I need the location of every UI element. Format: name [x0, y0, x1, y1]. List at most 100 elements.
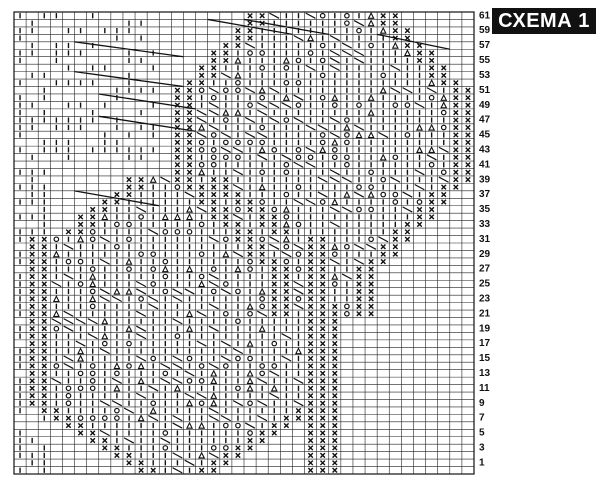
- yarn-over-symbol: [344, 243, 350, 250]
- increase-symbol: [186, 421, 194, 429]
- decrease-symbol: [353, 57, 365, 64]
- yarn-over-symbol: [53, 236, 60, 243]
- purl-x-symbol: [126, 452, 132, 459]
- increase-symbol: [198, 421, 206, 429]
- yarn-over-symbol: [380, 72, 387, 79]
- purl-x-symbol: [77, 214, 84, 220]
- purl-x-symbol: [465, 124, 471, 131]
- increase-symbol: [331, 242, 339, 250]
- purl-x-symbol: [198, 65, 205, 71]
- yarn-over-symbol: [344, 20, 350, 27]
- purl-x-symbol: [41, 318, 47, 324]
- decrease-symbol: [87, 333, 98, 340]
- yarn-over-symbol: [440, 124, 447, 131]
- purl-x-symbol: [319, 407, 326, 414]
- purl-x-symbol: [89, 430, 96, 436]
- yarn-over-symbol: [271, 340, 278, 347]
- yarn-over-symbol: [392, 102, 399, 108]
- purl-x-symbol: [319, 460, 326, 466]
- decrease-symbol: [99, 400, 110, 407]
- yarn-over-symbol: [259, 169, 265, 176]
- decrease-symbol: [172, 467, 183, 474]
- purl-x-symbol: [174, 169, 181, 175]
- purl-x-symbol: [41, 258, 47, 265]
- increase-symbol: [210, 369, 218, 377]
- row-number-label: 55: [479, 55, 491, 66]
- purl-x-symbol: [211, 65, 217, 71]
- increase-symbol: [282, 93, 290, 101]
- yarn-over-symbol: [89, 385, 96, 392]
- decrease-symbol: [184, 191, 195, 198]
- yarn-over-symbol: [319, 94, 326, 101]
- increase-symbol: [331, 198, 339, 206]
- purl-x-symbol: [283, 229, 290, 235]
- decrease-symbol: [438, 146, 449, 153]
- purl-x-symbol: [441, 65, 447, 71]
- yarn-over-symbol: [65, 385, 72, 392]
- yarn-over-symbol: [259, 236, 265, 243]
- yarn-over-symbol: [392, 154, 399, 161]
- yarn-over-symbol: [295, 251, 302, 258]
- increase-symbol: [149, 175, 157, 183]
- purl-x-symbol: [77, 221, 84, 228]
- decrease-symbol: [329, 131, 340, 139]
- purl-x-symbol: [211, 206, 217, 213]
- yarn-over-symbol: [307, 154, 314, 161]
- yarn-over-symbol: [198, 363, 205, 369]
- yarn-over-symbol: [331, 251, 338, 258]
- yarn-over-symbol: [247, 50, 253, 56]
- purl-x-symbol: [319, 243, 326, 250]
- decrease-symbol: [172, 452, 183, 459]
- increase-symbol: [161, 213, 169, 221]
- yarn-over-symbol: [283, 191, 290, 198]
- yarn-over-symbol: [223, 154, 229, 161]
- increase-symbol: [246, 339, 254, 347]
- yarn-over-symbol: [344, 310, 350, 317]
- purl-x-symbol: [65, 415, 72, 421]
- yarn-over-symbol: [283, 117, 290, 123]
- yarn-over-symbol: [77, 385, 84, 392]
- yarn-over-symbol: [198, 147, 205, 153]
- decrease-symbol: [438, 176, 449, 183]
- row-number-label: 35: [479, 204, 491, 215]
- increase-symbol: [282, 56, 290, 64]
- decrease-symbol: [196, 116, 207, 124]
- purl-x-symbol: [29, 236, 35, 243]
- purl-x-symbol: [453, 80, 459, 86]
- decrease-symbol: [281, 333, 292, 340]
- purl-x-symbol: [247, 199, 253, 205]
- row-number-label: 11: [479, 383, 490, 394]
- decrease-symbol: [172, 295, 183, 303]
- purl-x-symbol: [235, 35, 241, 41]
- purl-x-symbol: [453, 117, 459, 123]
- purl-x-symbol: [186, 132, 193, 138]
- decrease-symbol: [402, 206, 413, 213]
- yarn-over-symbol: [77, 415, 84, 421]
- row-number-label: 23: [479, 293, 491, 304]
- yarn-over-symbol: [223, 281, 229, 287]
- decrease-symbol: [208, 280, 219, 288]
- yarn-over-symbol: [114, 243, 120, 250]
- yarn-over-symbol: [186, 378, 193, 384]
- yarn-over-symbol: [368, 184, 374, 190]
- decrease-symbol: [390, 64, 401, 72]
- row-number-label: 41: [479, 159, 491, 170]
- yarn-over-symbol: [162, 273, 169, 280]
- yarn-over-symbol: [247, 139, 253, 146]
- increase-symbol: [319, 146, 327, 154]
- decrease-symbol: [208, 102, 219, 109]
- increase-symbol: [428, 123, 436, 131]
- purl-x-symbol: [416, 214, 423, 220]
- purl-x-symbol: [186, 124, 193, 131]
- row-number-label: 39: [479, 174, 491, 185]
- increase-symbol: [77, 347, 85, 355]
- increase-symbol: [246, 384, 254, 392]
- purl-x-symbol: [453, 176, 459, 183]
- yarn-over-symbol: [210, 445, 217, 451]
- purl-x-symbol: [319, 296, 326, 302]
- decrease-symbol: [220, 340, 231, 347]
- decrease-symbol: [329, 57, 340, 64]
- decrease-symbol: [329, 176, 340, 183]
- decrease-symbol: [232, 251, 244, 258]
- purl-x-symbol: [307, 407, 314, 414]
